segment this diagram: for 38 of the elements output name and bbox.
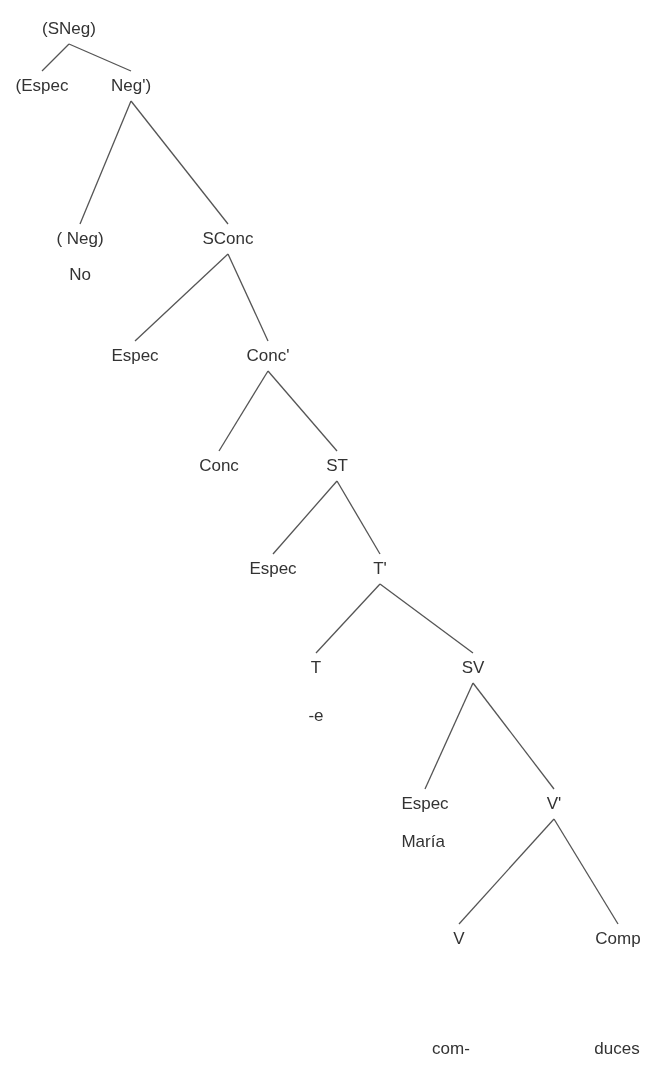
node-label: No: [69, 264, 91, 286]
node-label: (SNeg): [42, 18, 96, 40]
node-label: Conc': [246, 345, 290, 367]
node-label: ST: [326, 455, 348, 477]
branch-line: [68, 43, 132, 72]
node-label: SConc: [202, 228, 254, 250]
node-label: T: [310, 657, 322, 679]
branch-line: [424, 682, 474, 790]
node-label: Espec: [401, 793, 449, 815]
node-label: V: [453, 928, 465, 950]
word-part: duces: [594, 1038, 640, 1060]
word-part: com-: [432, 1038, 470, 1060]
node-label: Conc: [199, 455, 239, 477]
branch-line: [336, 480, 381, 555]
branch-line: [379, 583, 474, 654]
branch-line: [218, 370, 269, 452]
node-label: Espec: [249, 558, 297, 580]
branch-line: [458, 818, 555, 925]
node-label: T': [373, 558, 387, 580]
branch-line: [79, 100, 132, 225]
branch-line: [472, 682, 555, 790]
branch-line: [553, 818, 619, 925]
branch-line: [315, 583, 381, 654]
node-label: Comp: [595, 928, 641, 950]
branch-line: [134, 253, 229, 342]
node-label: ( Neg): [56, 228, 104, 250]
node-label: Neg'): [110, 75, 152, 97]
node-label: María: [401, 831, 445, 853]
node-label: -e: [308, 705, 324, 727]
branch-line: [130, 100, 229, 225]
node-label: V': [546, 793, 562, 815]
branch-line: [267, 370, 338, 452]
node-label: SV: [461, 657, 485, 679]
branch-line: [272, 480, 338, 555]
node-label: (Espec: [15, 75, 69, 97]
node-label: Espec: [111, 345, 159, 367]
branch-line: [227, 253, 269, 342]
branch-line: [41, 43, 70, 72]
